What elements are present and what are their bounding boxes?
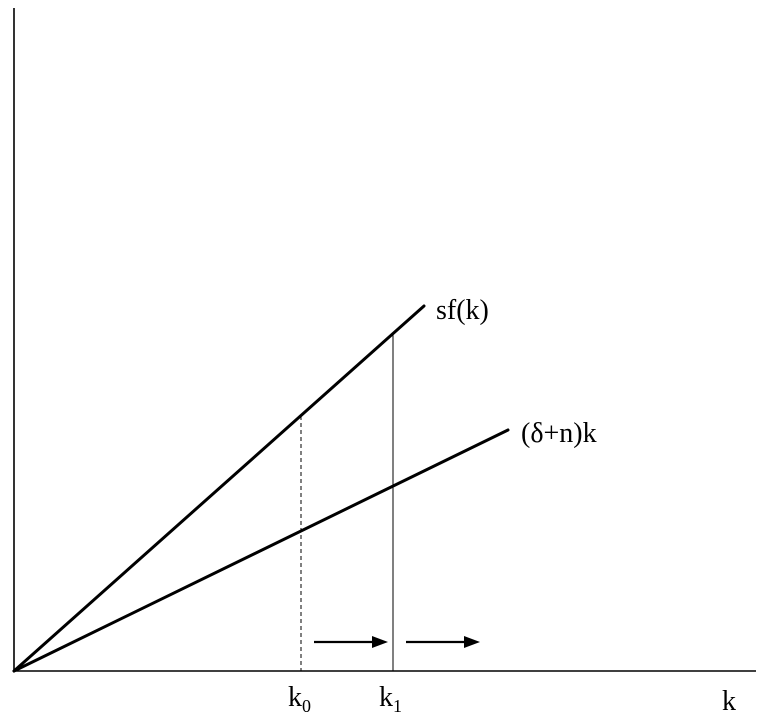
right-arrow-2 (406, 636, 480, 648)
k0-label: k0 (288, 682, 311, 716)
k1-label: k1 (379, 682, 402, 716)
savings-curve-label: sf(k) (436, 295, 489, 326)
depreciation-line-label: (δ+n)k (521, 418, 597, 449)
depreciation-line (12, 428, 510, 673)
x-axis-label: k (722, 686, 736, 717)
right-arrow-1 (314, 636, 388, 648)
savings-curve (12, 304, 426, 673)
